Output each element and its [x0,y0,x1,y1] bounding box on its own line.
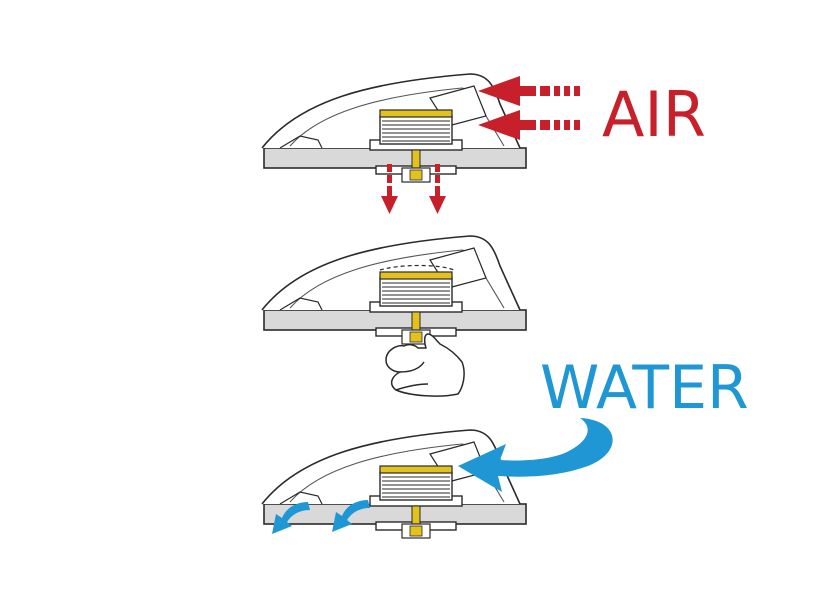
water-arrow-drain-left [272,502,310,534]
vent-unit-2 [261,235,527,345]
panel-manual-close [261,235,527,397]
air-arrow-lower [478,110,580,140]
vent-unit-3 [261,429,527,539]
water-arrow-inlet [458,418,613,492]
panel-air-flow: AIR [261,73,706,214]
air-arrow-upper [478,76,580,106]
panel-water-drain: WATER [261,353,749,539]
water-label: WATER [540,353,749,423]
hand-icon [385,333,465,397]
air-arrow-down-left [381,164,398,214]
air-label: AIR [602,78,706,151]
air-arrow-down-right [429,164,446,214]
water-arrow-drain-right [332,500,370,532]
